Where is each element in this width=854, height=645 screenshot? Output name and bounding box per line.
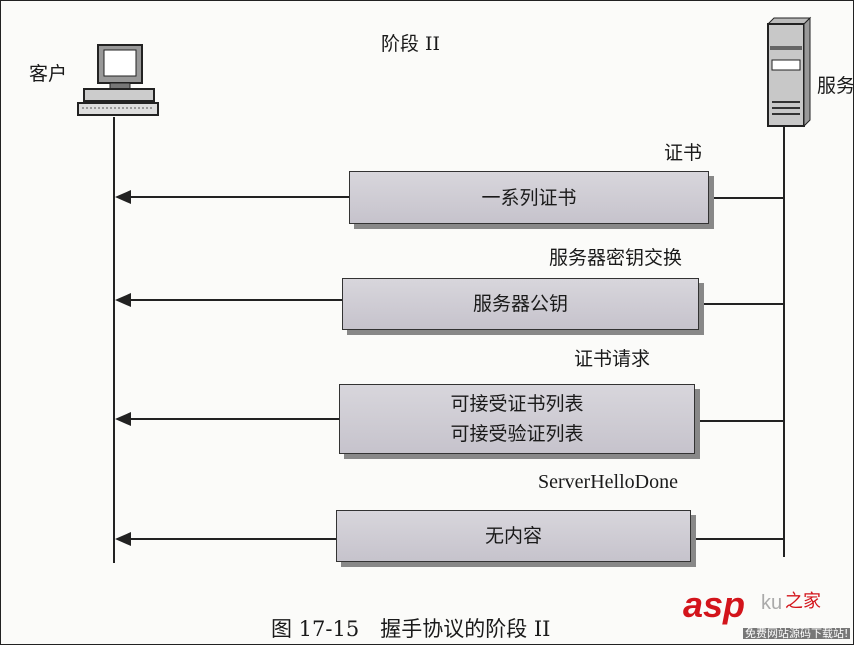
message-name: 证书 [664,142,703,164]
connector-line [691,538,784,540]
message-content: 可接受验证列表 [450,423,584,445]
arrowhead-icon [115,412,131,426]
message-name: ServerHelloDone [538,471,678,493]
client-label: 客户 [29,63,68,85]
watermark-home: 之家 [785,591,821,612]
connector-line [709,197,784,199]
figure-caption: 图 17-15 握手协议的阶段 II [271,617,551,641]
message-box: 一系列证书 [349,171,709,224]
message-content: 无内容 [484,525,542,547]
arrow-line [129,538,338,540]
message-box: 可接受证书列表 可接受验证列表 [339,384,695,454]
message-content: 一系列证书 [481,186,577,209]
message-box: 无内容 [336,510,691,562]
connector-line [695,420,784,422]
arrowhead-icon [115,293,131,307]
server-label: 服务 [817,75,854,97]
message-content: 可接受证书列表 [450,393,584,415]
watermark-slogan: 免费网站源码下载站! [743,627,851,640]
message-name: 证书请求 [574,348,651,370]
message-box: 服务器公钥 [342,278,699,330]
client-lifeline [113,117,115,563]
arrow-line [129,299,344,301]
watermark-ku: ku [761,592,783,614]
server-lifeline [783,127,785,557]
client-computer-icon [77,44,159,116]
server-icon [766,16,812,128]
diagram-title: 阶段 II [381,33,441,55]
message-content: 服务器公钥 [472,293,568,315]
message-name: 服务器密钥交换 [549,247,683,269]
arrowhead-icon [115,532,131,546]
connector-line [699,303,784,305]
watermark-brand: asp [683,584,746,625]
arrowhead-icon [115,190,131,204]
arrow-line [129,418,341,420]
arrow-line [129,196,351,198]
